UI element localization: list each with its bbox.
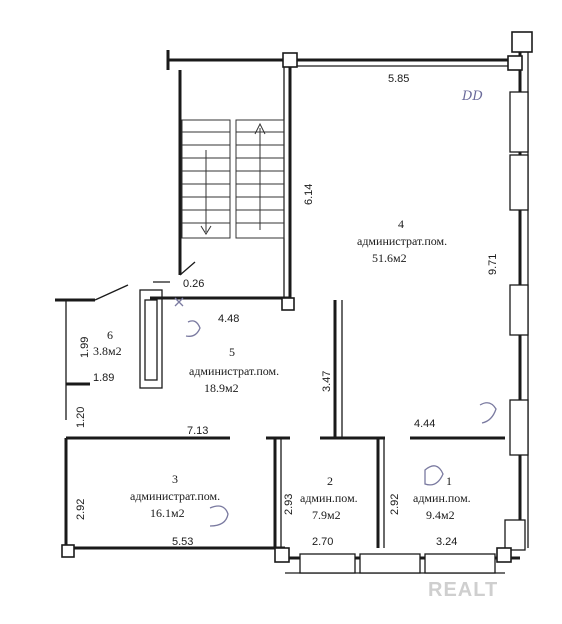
dim-0-26: 0.26 [183,278,204,290]
dim-7-13: 7.13 [187,425,208,437]
room-5-number: 5 [229,345,235,359]
room-1-area: 9.4м2 [426,508,455,522]
room-2-number: 2 [327,474,333,488]
watermark-logo: REALT [428,579,498,601]
room-3-name: администрат.пом. [130,489,220,503]
dim-2-92-left: 2.92 [75,499,87,520]
dim-1-99: 1.99 [79,337,91,358]
dim-9-71: 9.71 [487,254,499,275]
dim-4-44: 4.44 [414,418,435,430]
dim-6-14: 6.14 [303,184,315,205]
room-4-name: администрат.пом. [357,234,447,248]
room-6-area: 3.8м2 [93,344,122,358]
handwritten-dd: DD [461,89,483,104]
room-1-number: 1 [446,474,452,488]
room-6-number: 6 [107,328,113,342]
columns [61,31,533,563]
dim-3-24: 3.24 [436,536,457,548]
dim-1-20: 1.20 [75,407,87,428]
room-5-name: администрат.пом. [189,364,279,378]
dim-5-53: 5.53 [172,536,193,548]
dim-2-93: 2.93 [283,494,295,515]
room-2-name: админ.пом. [300,491,358,505]
room-4-number: 4 [398,217,404,231]
room-5-area: 18.9м2 [204,381,239,395]
room-1-name: админ.пом. [413,491,471,505]
dim-4-48: 4.48 [218,313,239,325]
room-2-area: 7.9м2 [312,508,341,522]
handwritten-marks: DD [174,89,497,527]
dim-5-85: 5.85 [388,73,409,85]
dim-2-92-mid: 2.92 [389,494,401,515]
room-3-area: 16.1м2 [150,506,185,520]
room-3-number: 3 [172,472,178,486]
dimensions: 5.85 6.14 9.71 0.26 4.48 1.99 1.89 3.47 … [75,73,499,548]
dim-2-70: 2.70 [312,536,333,548]
staircase [181,119,285,239]
room-4-area: 51.6м2 [372,251,407,265]
room-labels: 4 администрат.пом. 51.6м2 6 3.8м2 5 адми… [93,217,471,522]
windows [299,91,529,574]
dim-3-47: 3.47 [321,371,333,392]
dim-1-89: 1.89 [93,372,114,384]
